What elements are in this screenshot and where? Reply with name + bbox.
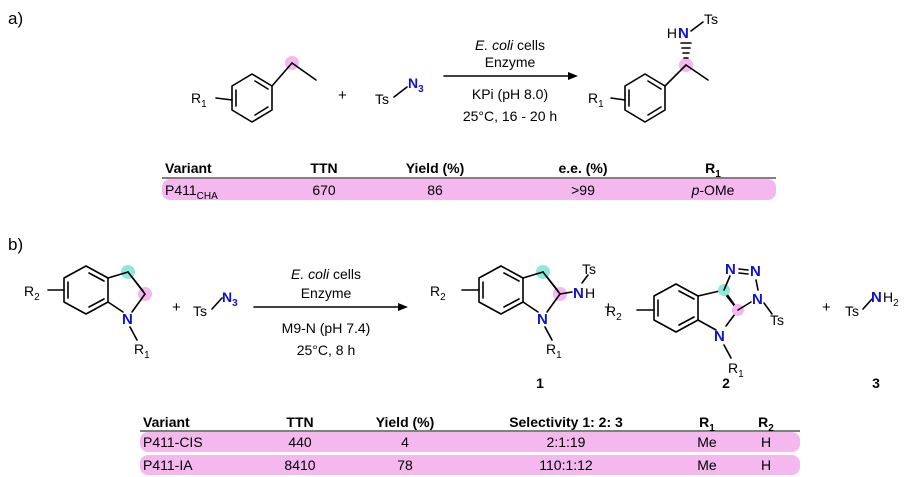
svg-text:25°C, 16 - 20 h: 25°C, 16 - 20 h	[463, 108, 557, 124]
panel-a-azide: Ts N3	[375, 75, 424, 107]
plus-sign: +	[172, 299, 181, 316]
svg-text:N: N	[537, 311, 548, 328]
svg-text:N: N	[725, 261, 736, 278]
table-a-header-r1: R1	[705, 160, 721, 180]
benzene-ring	[231, 73, 273, 123]
svg-text:N: N	[714, 328, 725, 345]
svg-text:Ts: Ts	[375, 91, 389, 107]
panel-a-conditions: E. coli cells Enzyme KPi (pH 8.0) 25°C, …	[443, 37, 578, 124]
svg-text:N3: N3	[222, 289, 238, 309]
svg-text:Ts: Ts	[845, 303, 859, 319]
svg-text:M9-N (pH 7.4): M9-N (pH 7.4)	[282, 320, 371, 336]
svg-text:86: 86	[427, 182, 443, 198]
table-a-row	[162, 179, 776, 200]
svg-text:25°C, 8 h: 25°C, 8 h	[297, 342, 356, 358]
table-b-header-r2: R2	[758, 414, 774, 434]
product-1: N R1 R2 N H Ts 1	[430, 261, 596, 391]
svg-text:4: 4	[401, 434, 409, 450]
panel-a-table: Variant TTN Yield (%) e.e. (%) R1 P411CH…	[162, 160, 776, 202]
table-b-header-r1: R1	[699, 414, 715, 434]
svg-text:Ts: Ts	[770, 312, 784, 328]
svg-text:+: +	[604, 299, 613, 316]
svg-text:KPi (pH 8.0): KPi (pH 8.0)	[472, 86, 548, 102]
product-2: N R1 R2 N N N Ts 2	[606, 261, 784, 391]
svg-text:>99: >99	[571, 182, 595, 198]
svg-text:p-OMe: p-OMe	[691, 182, 735, 198]
svg-text:N: N	[122, 311, 133, 328]
svg-text:670: 670	[312, 182, 336, 198]
svg-text:Enzyme: Enzyme	[301, 285, 352, 301]
svg-text:78: 78	[397, 457, 413, 473]
table-b-header-selectivity: Selectivity 1: 2: 3	[509, 414, 623, 430]
compound-number-2: 2	[722, 375, 730, 391]
svg-text:R1: R1	[588, 90, 604, 110]
svg-text:8410: 8410	[284, 457, 315, 473]
svg-text:R2: R2	[430, 283, 446, 303]
svg-text:N3: N3	[408, 75, 424, 95]
panel-a-product: H N Ts R1	[588, 11, 718, 123]
table-b-row-2	[140, 455, 800, 475]
svg-text:N: N	[678, 25, 689, 42]
svg-text:R2: R2	[24, 283, 40, 303]
svg-text:P411-CIS: P411-CIS	[143, 434, 203, 450]
svg-text:N: N	[871, 289, 882, 306]
svg-text:H: H	[761, 434, 771, 450]
table-a-header-ee: e.e. (%)	[558, 160, 607, 176]
svg-text:R1: R1	[728, 360, 744, 380]
panel-a-substrate: R1	[191, 56, 317, 123]
plus-sign: +	[338, 87, 347, 104]
svg-text:E. coli cells: E. coli cells	[291, 266, 361, 282]
svg-text:N: N	[573, 285, 584, 302]
panel-b-azide: Ts N3	[193, 289, 238, 319]
svg-text:R1: R1	[191, 90, 207, 110]
compound-number-3: 3	[872, 375, 880, 391]
svg-text:H: H	[761, 457, 771, 473]
svg-text:110:1:12: 110:1:12	[539, 457, 593, 473]
svg-text:Ts: Ts	[704, 11, 718, 27]
table-b-header-ttn: TTN	[286, 414, 313, 430]
svg-text:E. coli cells: E. coli cells	[475, 37, 545, 53]
table-a-header-variant: Variant	[165, 160, 212, 176]
panel-b-substrate: N R1 R2	[24, 265, 152, 361]
svg-text:H: H	[667, 25, 677, 41]
svg-text:H2: H2	[883, 289, 899, 309]
svg-text:2:1:19: 2:1:19	[547, 434, 586, 450]
svg-text:Ts: Ts	[193, 303, 207, 319]
svg-text:P411-IA: P411-IA	[143, 457, 193, 473]
table-a-header-ttn: TTN	[310, 160, 337, 176]
svg-text:P411CHA: P411CHA	[165, 182, 218, 202]
table-b-header-yield: Yield (%)	[376, 414, 435, 430]
panel-b-table: Variant TTN Yield (%) Selectivity 1: 2: …	[140, 414, 800, 475]
product-3: Ts N H2 3	[845, 289, 899, 391]
svg-text:Me: Me	[697, 434, 717, 450]
svg-text:N: N	[750, 263, 761, 280]
table-b-header-variant: Variant	[143, 414, 190, 430]
svg-text:Ts: Ts	[582, 261, 596, 277]
svg-text:H: H	[585, 285, 595, 301]
panel-b-label: b)	[8, 235, 23, 254]
panel-b-conditions: E. coli cells Enzyme M9-N (pH 7.4) 25°C,…	[253, 266, 408, 358]
svg-text:440: 440	[288, 434, 312, 450]
compound-number-1: 1	[536, 375, 544, 391]
table-b-row-1	[140, 432, 800, 452]
svg-text:R2: R2	[606, 303, 622, 323]
svg-text:Enzyme: Enzyme	[485, 54, 536, 70]
table-a-header-yield: Yield (%)	[406, 160, 465, 176]
svg-text:R1: R1	[546, 341, 562, 361]
svg-text:Me: Me	[697, 457, 717, 473]
svg-text:+: +	[822, 299, 831, 316]
svg-text:R1: R1	[134, 341, 150, 361]
panel-a-label: a)	[8, 9, 23, 28]
svg-text:N: N	[752, 291, 763, 308]
